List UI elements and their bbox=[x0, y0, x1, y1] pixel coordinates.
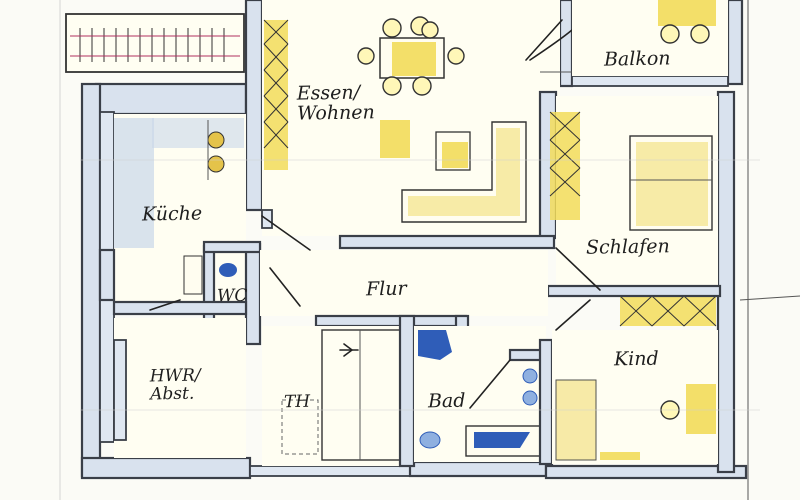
room-label-hwr: HWR/ Abst. bbox=[149, 365, 201, 405]
room-label-balkon: Balkon bbox=[603, 47, 671, 71]
bad-room bbox=[414, 326, 554, 466]
room-label-flur: Flur bbox=[365, 277, 407, 301]
room-label-kueche: Küche bbox=[141, 202, 203, 226]
kitchen bbox=[98, 114, 246, 302]
room-label-schlafen: Schlafen bbox=[585, 235, 670, 259]
living-dining bbox=[261, 0, 573, 250]
room-label-th: TH bbox=[283, 391, 311, 413]
room-label-essen: Essen/ Wohnen bbox=[296, 81, 375, 125]
sketch-lines bbox=[59, 0, 800, 500]
stair-th bbox=[262, 314, 416, 468]
flur-hall bbox=[260, 215, 548, 358]
hwr-room bbox=[112, 299, 248, 458]
schlafen-room bbox=[546, 96, 722, 327]
kind-room bbox=[552, 299, 718, 464]
room-label-bad: Bad bbox=[427, 389, 466, 413]
room-label-kind: Kind bbox=[613, 347, 659, 371]
balkon bbox=[572, 0, 728, 76]
top-left-balcony bbox=[65, 13, 248, 116]
room-label-wc: WC bbox=[216, 285, 248, 307]
